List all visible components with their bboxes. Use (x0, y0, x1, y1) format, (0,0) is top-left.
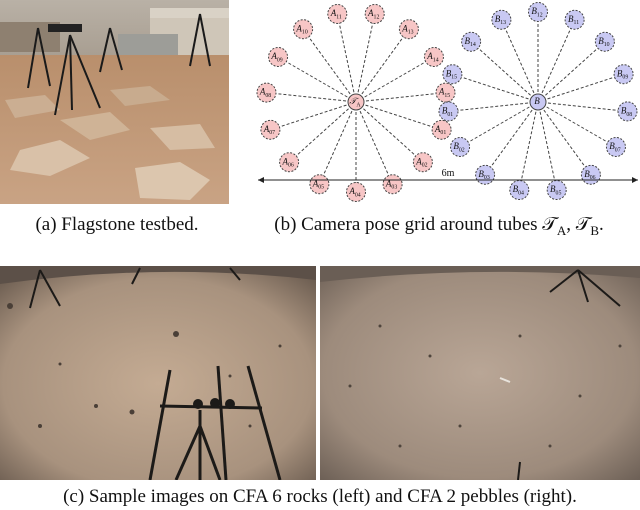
pose-label-A08: A08 (259, 87, 271, 99)
center-tube-b-label: B (534, 96, 540, 106)
center-tube-a-label: 𝒯A (349, 96, 361, 108)
pose-node-B14 (461, 31, 482, 52)
pose-label-B07: B07 (609, 141, 620, 153)
pose-node-A13 (398, 19, 419, 40)
pose-ray (270, 101, 357, 131)
pose-node-A06 (279, 152, 300, 173)
pose-ray (452, 73, 539, 103)
pose-node-B12 (528, 2, 548, 22)
scale-label: 6m (442, 168, 455, 179)
caption-a: (a) Flagstone testbed. (35, 214, 199, 235)
pose-node-A07 (260, 119, 281, 140)
pose-node-B09 (613, 64, 634, 85)
pose-node-A03 (382, 174, 403, 195)
pose-label-A05: A05 (312, 178, 324, 190)
pose-node-B15 (442, 64, 463, 85)
cfa2-pebbles-sample-image (320, 266, 640, 480)
pose-node-B10 (594, 31, 615, 52)
pose-label-A04: A04 (348, 186, 360, 198)
pose-label-B12: B12 (531, 6, 542, 18)
pose-node-A14 (423, 47, 444, 67)
caption-c: (c) Sample images on CFA 6 rocks (left) … (63, 486, 577, 507)
pose-label-B14: B14 (464, 36, 475, 48)
pose-label-B13: B13 (495, 14, 506, 26)
cfa6-rocks-sample-image (0, 266, 316, 480)
pose-ray (470, 41, 539, 103)
pose-label-B02: B02 (453, 141, 464, 153)
pose-label-A09: A09 (270, 51, 282, 63)
pose-label-A03: A03 (385, 178, 397, 190)
pose-label-B04: B04 (513, 184, 524, 196)
pose-ray (537, 19, 576, 103)
pose-node-A05 (309, 174, 330, 195)
pose-node-A11 (327, 3, 348, 24)
scale-arrowhead (258, 177, 264, 183)
pose-ray (355, 101, 442, 131)
pose-node-B05 (546, 180, 567, 201)
pose-ray (484, 101, 539, 176)
pose-label-A02: A02 (415, 156, 427, 168)
pose-node-B08 (617, 101, 638, 122)
pose-ray (537, 41, 606, 103)
pose-label-A15: A15 (438, 87, 450, 99)
pose-label-A11: A11 (330, 8, 342, 20)
pose-node-A01 (431, 119, 452, 140)
pose-node-A10 (293, 19, 314, 40)
pose-label-B08: B08 (621, 106, 632, 118)
pose-node-A09 (268, 47, 289, 67)
scale-arrowhead (632, 177, 638, 183)
pose-label-B05: B05 (550, 184, 561, 196)
pose-node-B07 (605, 137, 626, 157)
pose-label-B10: B10 (598, 36, 609, 48)
pose-label-A01: A01 (434, 124, 446, 136)
pose-ray (448, 101, 539, 112)
pose-label-B15: B15 (446, 68, 457, 80)
pose-label-B09: B09 (617, 68, 628, 80)
pose-ray (355, 13, 376, 103)
pose-label-B03: B03 (478, 169, 489, 181)
caption-b: (b) Camera pose grid around tubes 𝒯A, 𝒯B… (274, 214, 604, 238)
pose-node-A15 (435, 82, 456, 103)
pose-ray (288, 101, 357, 163)
pose-label-A12: A12 (367, 8, 379, 20)
center-tube-a (347, 93, 365, 111)
pose-label-A06: A06 (281, 156, 293, 168)
pose-label-B06: B06 (584, 169, 595, 181)
pose-ray (537, 73, 624, 103)
pose-label-B11: B11 (568, 14, 579, 26)
center-tube-b (529, 93, 547, 111)
pose-label-A07: A07 (263, 124, 275, 136)
pose-node-B11 (564, 9, 585, 30)
pose-node-B13 (491, 9, 512, 30)
pose-ray (500, 19, 539, 103)
pose-node-B01 (438, 101, 459, 122)
pose-label-A13: A13 (401, 23, 413, 35)
flagstone-testbed-photo (0, 0, 229, 204)
pose-ray (355, 101, 394, 185)
pose-ray (355, 101, 424, 163)
pose-node-A04 (346, 182, 366, 202)
pose-ray (336, 13, 357, 103)
pose-label-A10: A10 (295, 23, 307, 35)
pose-label-A14: A14 (426, 51, 438, 63)
pose-label-B01: B01 (442, 106, 453, 118)
pose-node-B04 (509, 180, 530, 201)
pose-node-B02 (450, 137, 471, 157)
pose-node-A08 (256, 82, 277, 103)
pose-node-A12 (364, 3, 385, 24)
pose-ray (318, 101, 357, 185)
